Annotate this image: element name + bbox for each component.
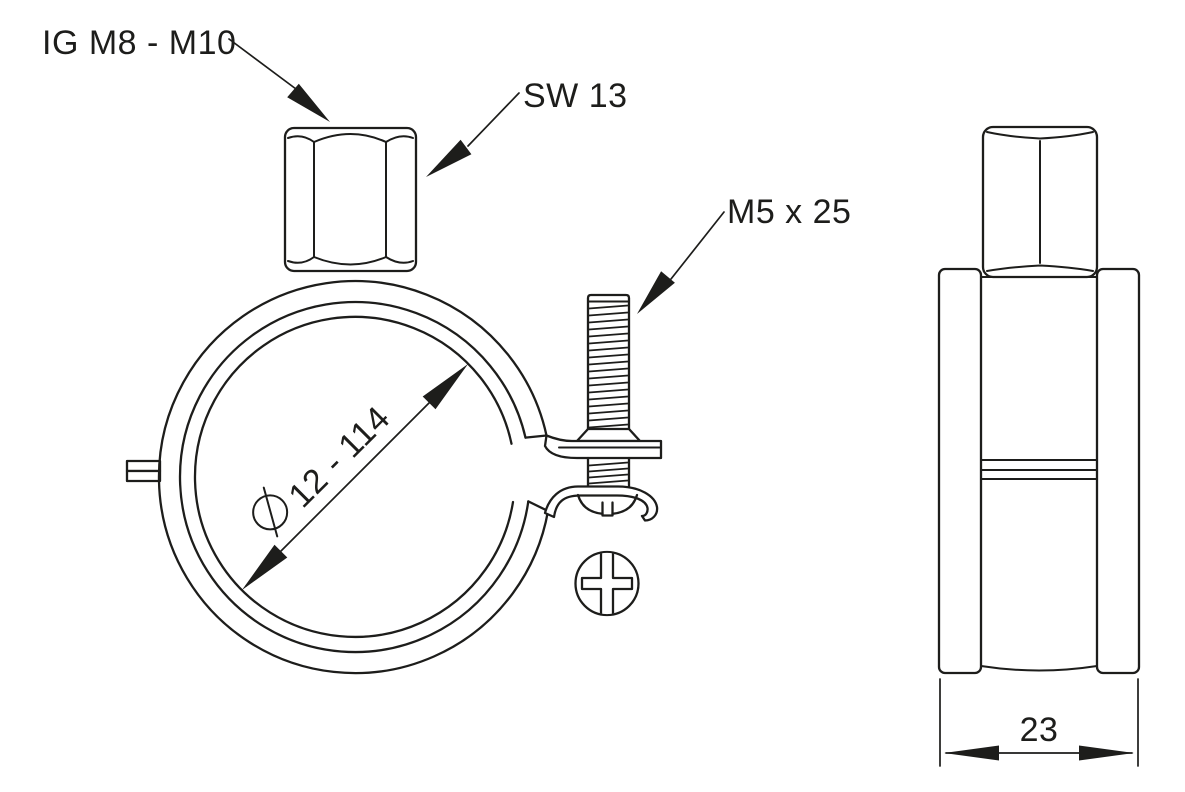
clamp-band-ring (157, 279, 550, 675)
diameter-range-label: 12 - 114 (281, 399, 397, 515)
hex-nut-front (283, 126, 418, 273)
front-view: 12 - 114 IG M8 - M10 SW 13 M5 x 25 (42, 24, 851, 675)
diameter-dimension: 12 - 114 (242, 364, 468, 590)
band-bottom-edge (980, 665, 1098, 672)
band-inner-arc (193, 315, 515, 638)
arrowhead (426, 139, 472, 177)
phillips-cross-recess (580, 552, 634, 615)
screw-slot-notch (601, 501, 614, 517)
clamp-closure (543, 293, 663, 617)
band-outer-arc (157, 279, 550, 675)
extension-lines (939, 678, 1139, 767)
hex-facet-lines (313, 141, 387, 258)
band-middle-arc (178, 300, 530, 654)
hex-nut-side (981, 125, 1099, 279)
dimension-line (245, 367, 465, 587)
band-seam-lines (981, 459, 1097, 480)
wrench-size-label: SW 13 (523, 77, 628, 115)
hex-top-chamfer (287, 133, 414, 143)
band-rolled-edge-right (1095, 267, 1141, 675)
screw-threads-lower (588, 461, 629, 485)
leader-line (228, 38, 297, 90)
arrowhead (637, 271, 675, 314)
screw-threads-upper (588, 304, 629, 429)
arrowhead-lower (242, 544, 288, 590)
band-end-cut-lower (527, 500, 550, 513)
side-view: 23 (937, 125, 1141, 767)
thread-size-label: IG M8 - M10 (42, 24, 236, 62)
screw-collar (575, 427, 642, 443)
band-end-cut-upper (524, 434, 548, 439)
band-weld-tab (125, 459, 162, 483)
diameter-symbol (252, 486, 289, 538)
arrowhead-right (1079, 745, 1134, 761)
arrowhead-left (944, 745, 999, 761)
thread-size-callout: IG M8 - M10 (42, 24, 330, 122)
screw-shaft-lower (586, 456, 631, 489)
band-width-label: 23 (1020, 711, 1059, 749)
leader-line (467, 92, 520, 147)
hex-bottom-chamfer (986, 264, 1094, 272)
hex-top-chamfer (986, 131, 1094, 140)
wrench-size-callout: SW 13 (426, 77, 628, 177)
hex-bottom-chamfer (287, 256, 414, 266)
width-dimension: 23 (939, 678, 1139, 767)
band-rolled-edge-left (937, 267, 983, 675)
arrowhead-upper (422, 364, 468, 410)
lower-hook-flange (543, 485, 659, 522)
arrowhead (287, 83, 330, 122)
phillips-screw-head (574, 550, 640, 617)
screw-size-callout: M5 x 25 (637, 193, 851, 314)
screw-head-side (576, 493, 639, 517)
band-side (937, 267, 1141, 675)
leader-line (670, 211, 725, 280)
screw-size-label: M5 x 25 (727, 193, 851, 231)
